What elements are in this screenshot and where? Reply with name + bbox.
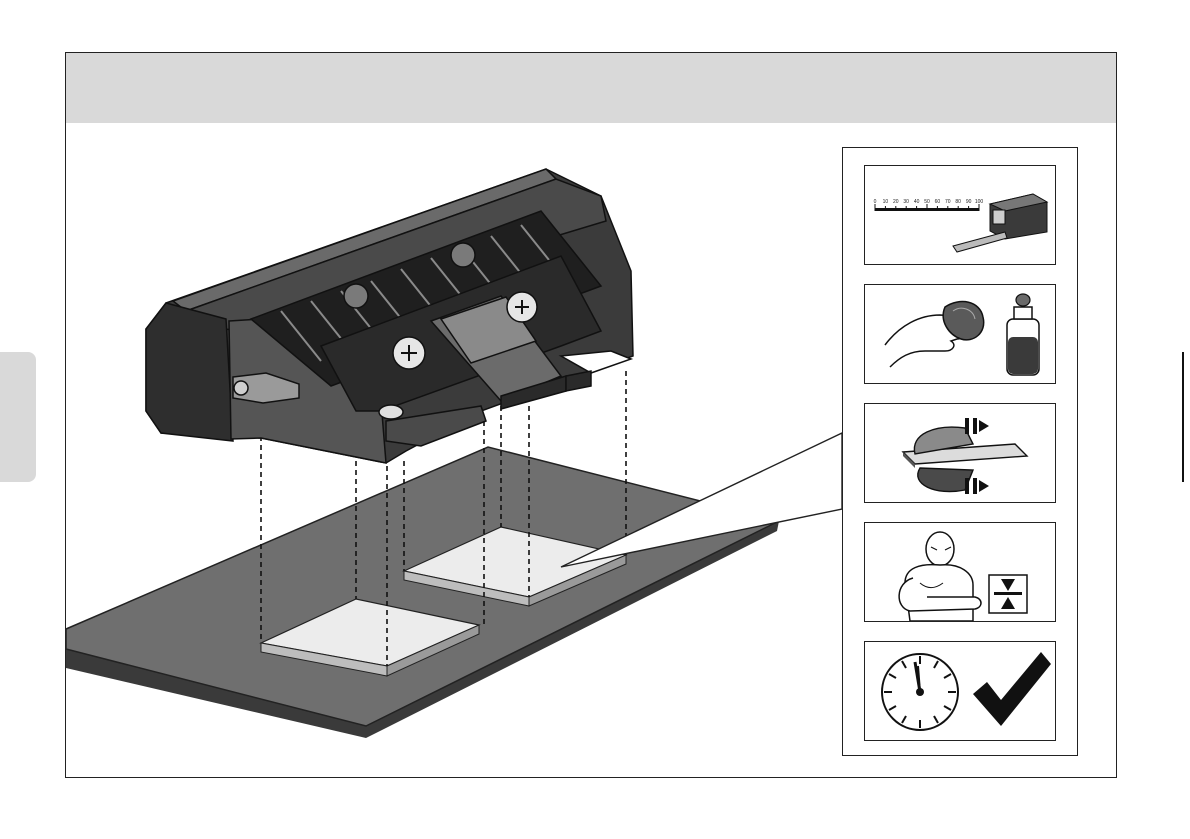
step-measure: 0 10 20 30 40 50 60 70 80 90 100	[864, 165, 1056, 265]
press-firmly-icon	[865, 523, 1056, 622]
figure-frame: 0 10 20 30 40 50 60 70 80 90 100	[65, 52, 1117, 778]
clean-surface-icon	[865, 285, 1056, 384]
scale-tick: 10	[883, 199, 889, 205]
tape-measure-icon	[865, 166, 1056, 265]
step-press	[864, 522, 1056, 622]
step-wait-done	[864, 641, 1056, 741]
scale-tick: 30	[903, 199, 909, 205]
scale-tick-labels: 0 10 20 30 40 50 60 70 80 90 100	[874, 199, 986, 209]
scale-tick: 90	[966, 199, 972, 205]
instruction-icon-panel: 0 10 20 30 40 50 60 70 80 90 100	[842, 147, 1078, 756]
page-side-tab	[0, 352, 36, 482]
scale-tick: 70	[945, 199, 951, 205]
step-clean	[864, 284, 1056, 384]
scale-tick: 40	[914, 199, 920, 205]
scale-tick: 20	[893, 199, 899, 205]
sensor-housing	[146, 169, 633, 463]
scale-tick: 100	[975, 199, 983, 205]
scale-tick: 0	[874, 199, 877, 205]
scale-tick: 60	[935, 199, 941, 205]
mounting-surface	[66, 447, 779, 738]
step-peel-liner	[864, 403, 1056, 503]
wait-time-check-icon	[865, 642, 1056, 741]
scale-tick: 80	[955, 199, 961, 205]
page-edge-mark	[1182, 352, 1184, 482]
scale-tick: 50	[924, 199, 930, 205]
peel-liner-icon	[865, 404, 1056, 503]
